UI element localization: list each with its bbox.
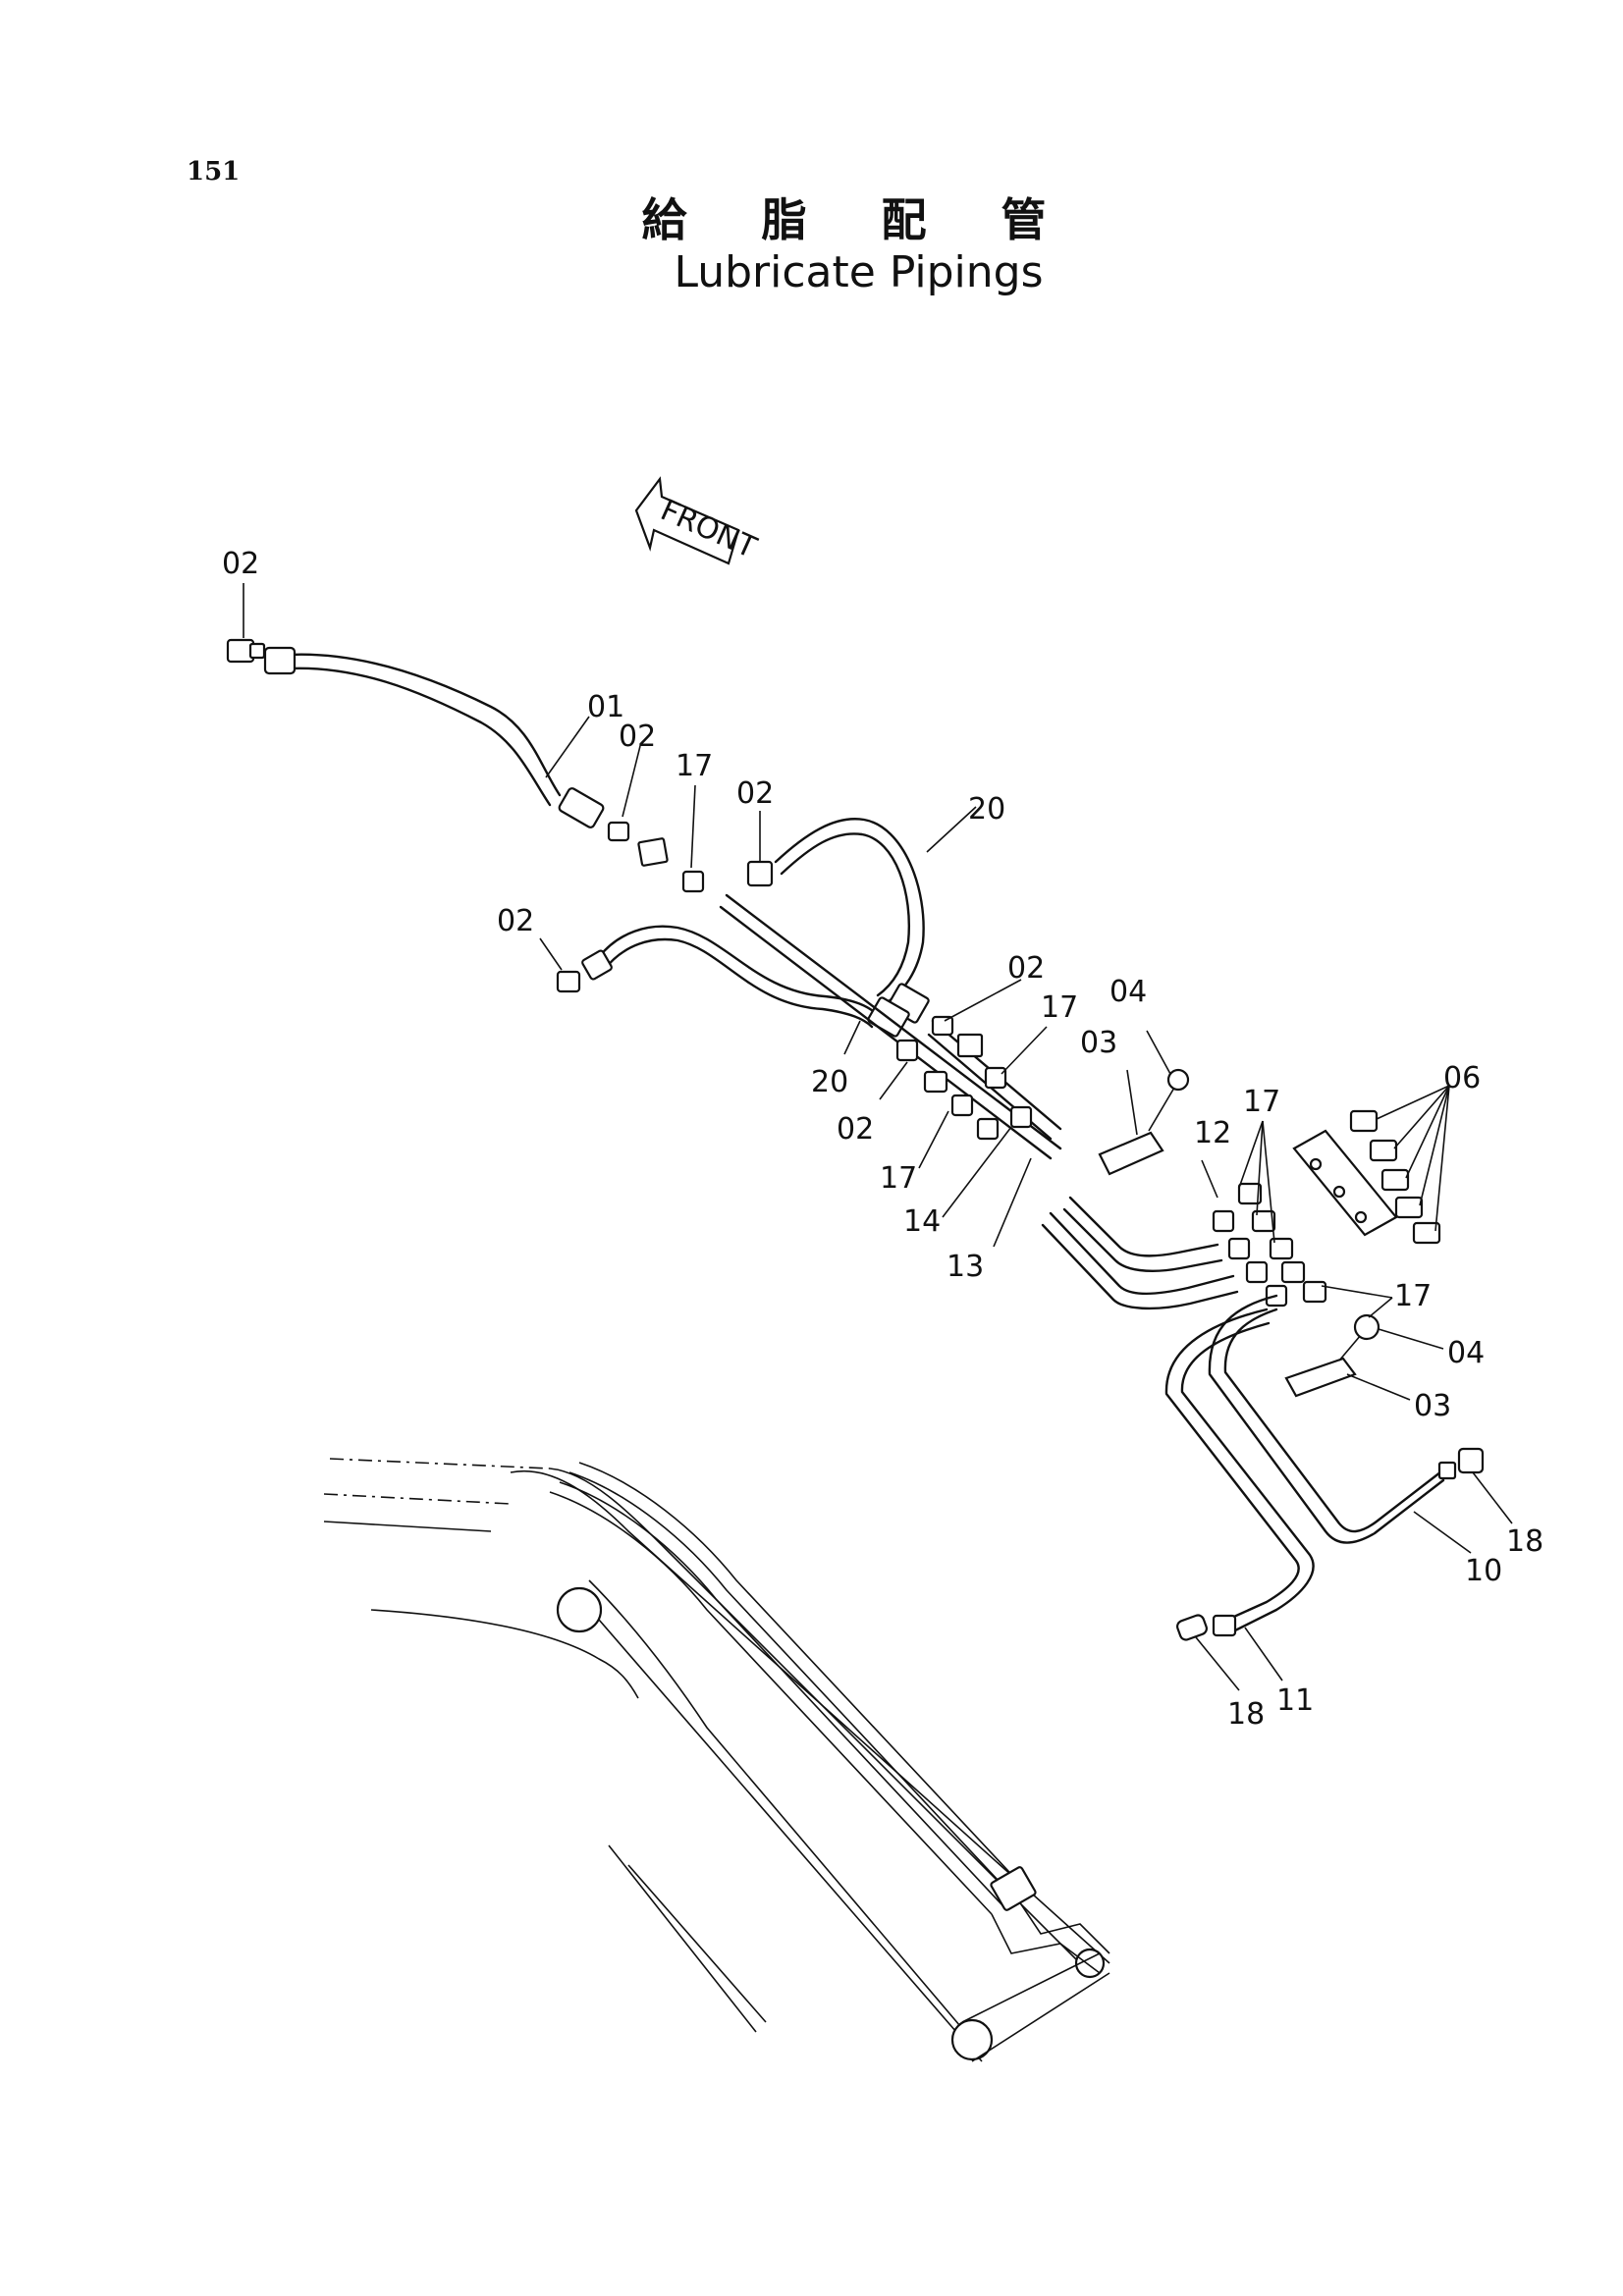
callout-20: 20: [811, 1065, 848, 1099]
fittings-17-left-of-block: [1212, 1182, 1327, 1308]
callout-numbers: 02 01 02 17 02 20 02 20 02 17 02 17 14 1…: [222, 547, 1543, 1732]
callout-20: 20: [968, 792, 1005, 827]
callout-17: 17: [1041, 990, 1078, 1025]
boom-piping: [549, 1462, 1110, 1974]
bolt-04-lower: [1338, 1313, 1380, 1362]
callout-01: 01: [587, 690, 624, 724]
title-japanese: 給 脂 配 管: [641, 193, 1076, 246]
callout-11: 11: [1276, 1683, 1314, 1718]
pipe-10: [1208, 1294, 1457, 1544]
fitting-block-01: [637, 837, 669, 867]
title-english: Lubricate Pipings: [674, 247, 1044, 297]
callout-02: 02: [736, 776, 774, 811]
grease-nipple-18-lower: [1176, 1614, 1208, 1641]
callout-02: 02: [619, 720, 656, 754]
callout-18: 18: [1506, 1524, 1543, 1559]
hose-01: [263, 646, 605, 828]
callout-03: 03: [1414, 1389, 1451, 1423]
callout-10: 10: [1465, 1554, 1502, 1588]
clamp-03-lower: [1284, 1357, 1357, 1398]
bolt-04-upper: [1148, 1068, 1190, 1132]
nipple-02-top-left: [226, 638, 266, 664]
pipe-20-upper: [746, 818, 925, 1003]
pipe-11: [1164, 1308, 1315, 1637]
callout-06: 06: [1443, 1061, 1481, 1095]
callout-14: 14: [903, 1204, 941, 1239]
callout-13: 13: [947, 1250, 984, 1284]
callout-18: 18: [1227, 1697, 1265, 1732]
front-arrow: FRONT: [634, 476, 762, 565]
fitting-17-a: [681, 870, 705, 893]
callout-17: 17: [880, 1161, 917, 1196]
pipe-20-lower: [556, 925, 881, 1029]
clamp-03-upper: [1098, 1131, 1164, 1176]
grease-nipple-18-upper: [1457, 1447, 1485, 1474]
leader-lines: [243, 583, 1513, 1691]
callout-02: 02: [497, 904, 534, 938]
callout-12: 12: [1194, 1116, 1231, 1150]
boom-outline: [323, 1458, 1110, 2062]
grease-nipples-06: [1349, 1109, 1441, 1245]
pipes-12-13-14: [1041, 1196, 1239, 1310]
fitting-02-b: [607, 821, 630, 842]
callout-04: 04: [1447, 1336, 1485, 1370]
callout-17: 17: [1243, 1085, 1280, 1119]
callout-02: 02: [1007, 951, 1045, 986]
callout-03: 03: [1080, 1026, 1117, 1060]
callout-02: 02: [222, 547, 259, 581]
fittings-02-17-cluster: [895, 1015, 1033, 1141]
callout-02: 02: [837, 1112, 874, 1147]
callout-04: 04: [1109, 975, 1147, 1009]
callout-17: 17: [676, 749, 713, 783]
callout-17: 17: [1394, 1279, 1432, 1313]
page-number: 151: [187, 157, 241, 187]
